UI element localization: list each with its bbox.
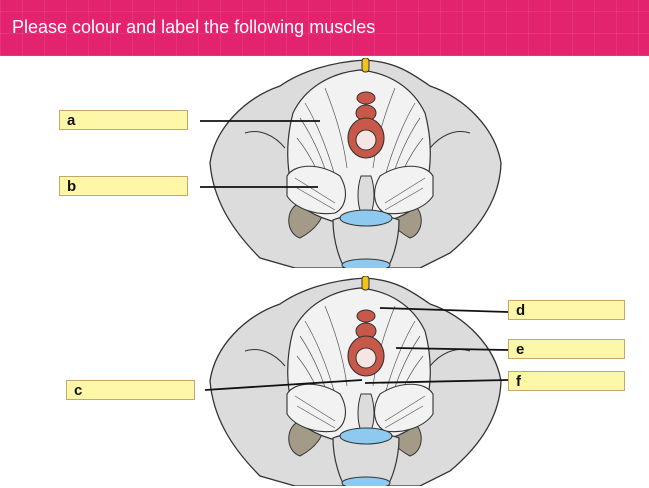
urethra: [356, 309, 376, 323]
label-letter-c: c: [74, 382, 83, 399]
pelvic-floor-illustration-top: [209, 58, 502, 268]
gluteal-muscle-right: [374, 165, 434, 215]
urethra: [356, 91, 376, 105]
gluteal-muscle-left: [286, 165, 346, 215]
coccyx: [357, 175, 375, 214]
label-letter-f: f: [516, 373, 521, 390]
label-box-b[interactable]: b: [59, 176, 188, 196]
pelvic-floor-illustration-bottom: [209, 276, 502, 486]
page-title: Please colour and label the following mu…: [12, 17, 376, 37]
gluteal-muscle-right: [374, 383, 434, 433]
sacral-disc: [339, 209, 393, 227]
label-box-f[interactable]: f: [508, 371, 625, 391]
pubic-symphysis: [361, 58, 370, 73]
label-letter-d: d: [516, 302, 526, 319]
sacral-disc: [339, 427, 393, 445]
label-letter-e: e: [516, 341, 525, 358]
label-box-a[interactable]: a: [59, 110, 188, 130]
label-letter-b: b: [67, 178, 77, 195]
header-banner: Please colour and label the following mu…: [0, 0, 649, 56]
label-box-e[interactable]: e: [508, 339, 625, 359]
pubic-symphysis: [361, 276, 370, 291]
label-letter-a: a: [67, 112, 76, 129]
coccyx: [357, 393, 375, 432]
label-box-d[interactable]: d: [508, 300, 625, 320]
label-box-c[interactable]: c: [66, 380, 195, 400]
